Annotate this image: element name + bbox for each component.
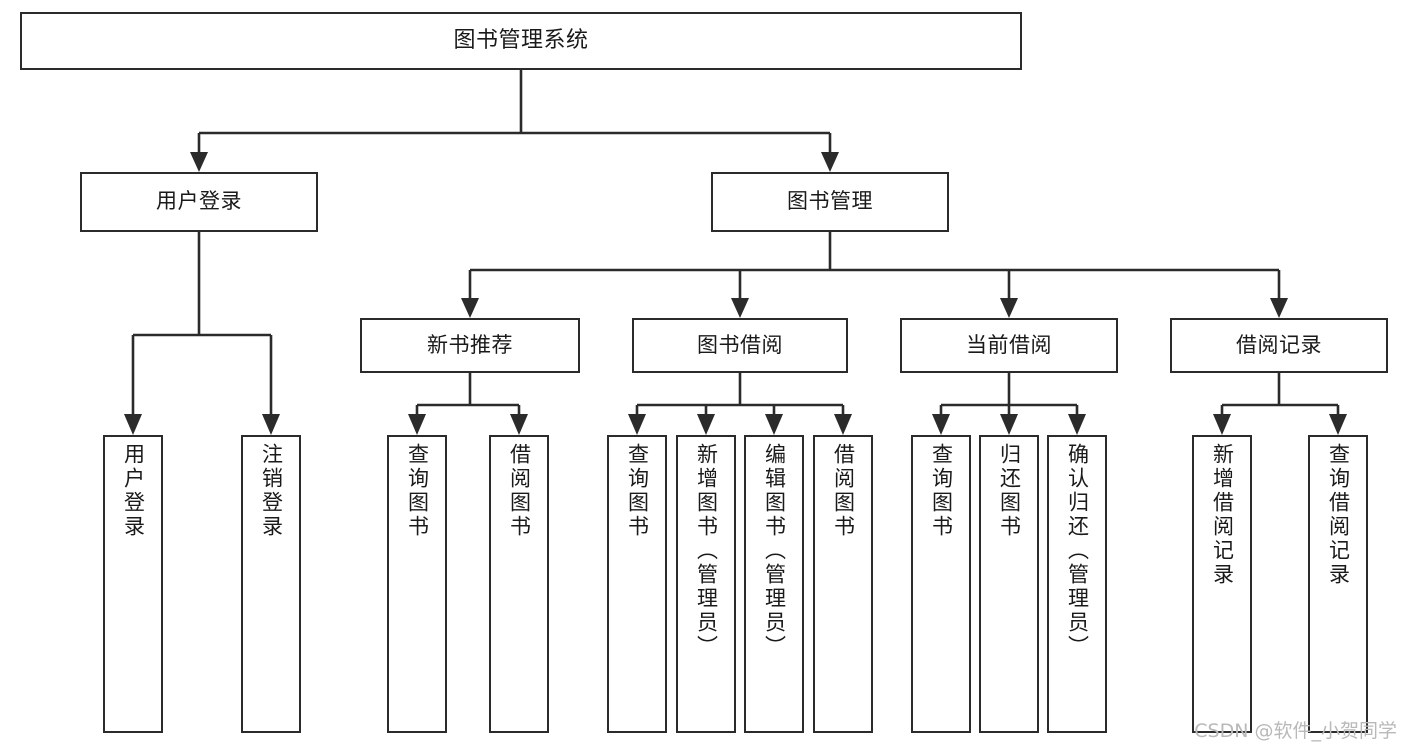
node-label: 图书借阅	[697, 332, 783, 357]
node-label: 查询图书	[625, 443, 650, 539]
node-label: 借阅图书	[507, 443, 532, 539]
node-root-book-management-system[interactable]: 图书管理系统	[20, 12, 1022, 70]
node-leaf-query-book-recommend[interactable]: 查询图书	[387, 435, 447, 733]
node-label: 注销登录	[259, 443, 284, 539]
node-leaf-confirm-return-admin[interactable]: 确认归还（管理员）	[1047, 435, 1107, 733]
node-book-borrow[interactable]: 图书借阅	[632, 318, 848, 373]
node-label: 图书管理系统	[453, 27, 589, 53]
node-leaf-return-book[interactable]: 归还图书	[979, 435, 1039, 733]
node-new-book-recommend[interactable]: 新书推荐	[360, 318, 580, 373]
node-leaf-query-borrow-record[interactable]: 查询借阅记录	[1308, 435, 1368, 733]
node-book-management[interactable]: 图书管理	[711, 172, 949, 232]
node-leaf-add-book-admin[interactable]: 新增图书（管理员）	[676, 435, 736, 733]
node-label: 查询图书	[929, 443, 954, 539]
node-label: 查询借阅记录	[1326, 443, 1351, 587]
node-label: 编辑图书（管理员）	[762, 443, 787, 659]
node-leaf-edit-book-admin[interactable]: 编辑图书（管理员）	[744, 435, 804, 733]
node-leaf-logout[interactable]: 注销登录	[241, 435, 301, 733]
node-label: 借阅图书	[831, 443, 856, 539]
node-current-borrow[interactable]: 当前借阅	[900, 318, 1118, 373]
node-leaf-user-login[interactable]: 用户登录	[103, 435, 163, 733]
node-label: 当前借阅	[966, 332, 1052, 357]
node-leaf-query-book-current[interactable]: 查询图书	[911, 435, 971, 733]
node-leaf-borrow-book-recommend[interactable]: 借阅图书	[489, 435, 549, 733]
node-label: 归还图书	[997, 443, 1022, 539]
node-label: 新增图书（管理员）	[694, 443, 719, 659]
node-leaf-query-book-borrow[interactable]: 查询图书	[607, 435, 667, 733]
node-label: 借阅记录	[1236, 332, 1322, 357]
node-label: 用户登录	[156, 189, 242, 214]
node-label: 确认归还（管理员）	[1065, 443, 1090, 659]
node-label: 用户登录	[121, 443, 146, 539]
node-label: 新增借阅记录	[1210, 443, 1235, 587]
node-user-login[interactable]: 用户登录	[80, 172, 318, 232]
node-label: 图书管理	[787, 189, 873, 214]
node-label: 查询图书	[405, 443, 430, 539]
watermark-text: CSDN @软件_小贺同学	[1194, 720, 1397, 742]
node-borrow-record[interactable]: 借阅记录	[1170, 318, 1388, 373]
node-leaf-add-borrow-record[interactable]: 新增借阅记录	[1192, 435, 1252, 733]
node-label: 新书推荐	[427, 332, 513, 357]
node-leaf-borrow-book[interactable]: 借阅图书	[813, 435, 873, 733]
